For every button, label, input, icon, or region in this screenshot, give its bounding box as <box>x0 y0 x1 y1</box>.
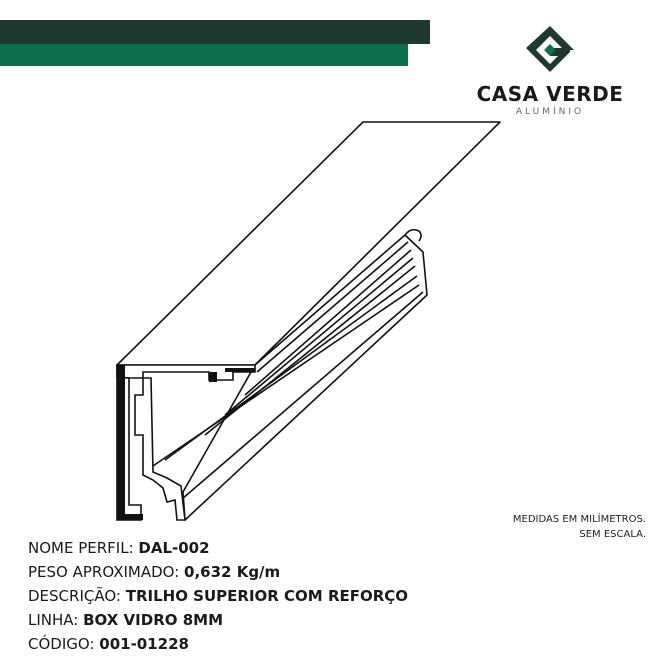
spec-row-code: CÓDIGO: 001-01228 <box>28 632 408 656</box>
spec-row-line: LINHA: BOX VIDRO 8MM <box>28 608 408 632</box>
spec-value: 0,632 Kg/m <box>184 563 281 581</box>
spec-row-description: DESCRIÇÃO: TRILHO SUPERIOR COM REFORÇO <box>28 584 408 608</box>
spec-row-weight: PESO APROXIMADO: 0,632 Kg/m <box>28 560 408 584</box>
scale-note: MEDIDAS EM MILÍMETROS. SEM ESCALA. <box>513 512 646 542</box>
spec-value: BOX VIDRO 8MM <box>83 611 224 629</box>
header-bar-green <box>0 44 408 66</box>
brand-name: CASA VERDE <box>476 82 624 106</box>
spec-label: PESO APROXIMADO: <box>28 563 180 581</box>
spec-label: CÓDIGO: <box>28 635 95 653</box>
spec-value: TRILHO SUPERIOR COM REFORÇO <box>125 587 409 605</box>
header-bar-dark <box>0 20 430 44</box>
spec-label: NOME PERFIL: <box>28 539 134 557</box>
scale-note-line-1: MEDIDAS EM MILÍMETROS. <box>512 514 646 525</box>
spec-label: DESCRIÇÃO: <box>28 587 121 605</box>
casa-verde-logo-icon <box>526 26 574 72</box>
profile-drawing <box>116 121 501 521</box>
spec-value: DAL-002 <box>138 539 210 557</box>
brand-subtitle: ALUMÍNIO <box>515 107 585 117</box>
spec-value: 001-01228 <box>99 635 189 653</box>
scale-note-line-2: SEM ESCALA. <box>579 529 646 540</box>
spec-label: LINHA: <box>28 611 79 629</box>
profile-specs: NOME PERFIL: DAL-002 PESO APROXIMADO: 0,… <box>28 536 408 656</box>
spec-row-profile-name: NOME PERFIL: DAL-002 <box>28 536 408 560</box>
